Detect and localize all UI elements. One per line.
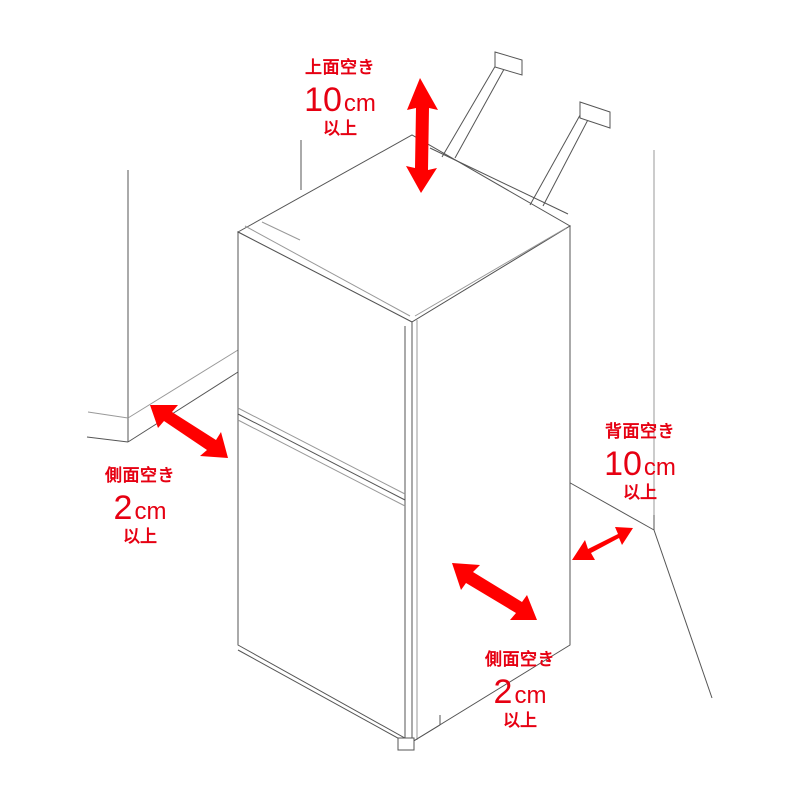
top-clearance-suffix: 以上 xyxy=(323,119,357,139)
back-wall xyxy=(300,140,713,699)
back-clearance-value: 10 xyxy=(604,445,642,483)
back-clearance-label: 背面空き 10cm 以上 xyxy=(580,424,700,502)
back-clearance-unit: cm xyxy=(643,454,676,481)
left-wall xyxy=(86,170,239,443)
right-side-clearance-arrow xyxy=(452,563,537,620)
right-side-clearance-label: 側面空き 2cm 以上 xyxy=(460,652,580,730)
back-clearance-suffix: 以上 xyxy=(623,483,657,503)
top-clearance-value: 10 xyxy=(304,81,342,119)
clearance-arrows xyxy=(150,78,633,620)
left-side-clearance-value: 2 xyxy=(113,489,133,527)
right-side-clearance-suffix: 以上 xyxy=(503,711,537,731)
left-side-clearance-title: 側面空き xyxy=(105,466,175,486)
back-clearance-arrow xyxy=(572,527,633,560)
left-side-clearance-unit: cm xyxy=(134,498,167,525)
back-clearance-title: 背面空き xyxy=(605,422,675,442)
right-side-clearance-unit: cm xyxy=(514,682,547,709)
top-clearance-title: 上面空き xyxy=(305,58,375,78)
refrigerator xyxy=(236,51,611,751)
top-clearance-arrow xyxy=(406,78,438,193)
left-side-clearance-suffix: 以上 xyxy=(123,527,157,547)
top-clearance-label: 上面空き 10cm 以上 xyxy=(280,60,400,138)
top-clearance-unit: cm xyxy=(343,90,376,117)
left-side-clearance-arrow xyxy=(150,405,228,458)
left-side-clearance-label: 側面空き 2cm 以上 xyxy=(80,468,200,546)
right-side-clearance-value: 2 xyxy=(493,673,513,711)
right-side-clearance-title: 側面空き xyxy=(485,650,555,670)
